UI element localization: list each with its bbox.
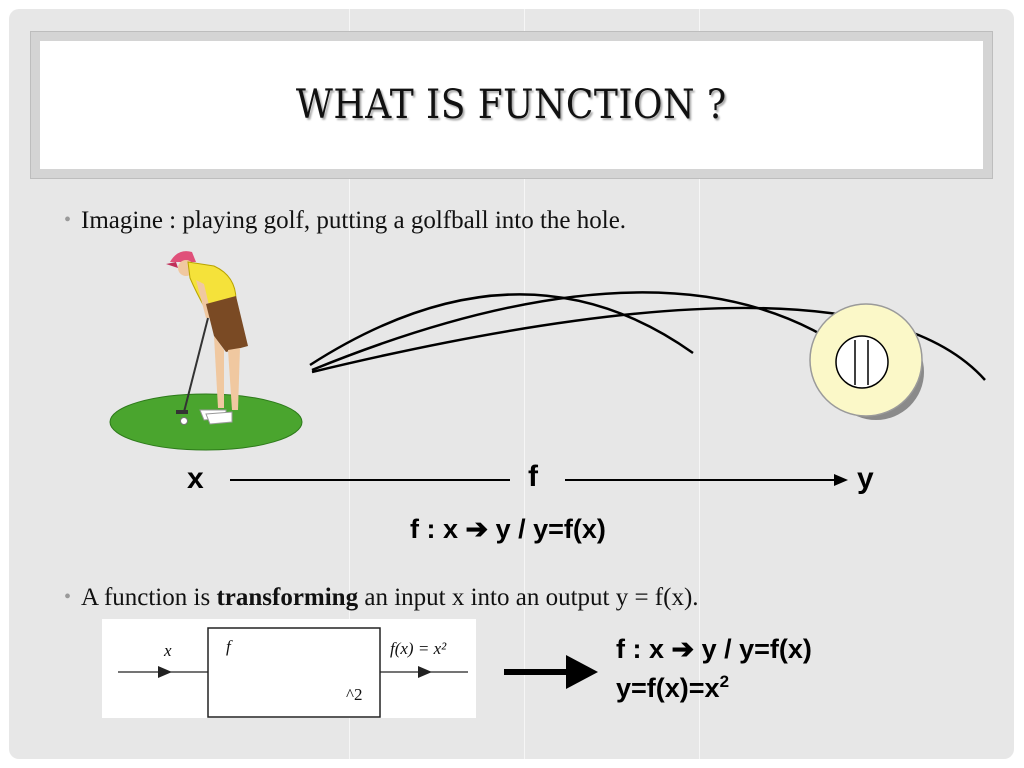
ball-trajectories: [309, 291, 986, 381]
golf-hole: [809, 303, 924, 420]
block-diagram: x f f(x) = x² ^2: [102, 619, 476, 718]
block-input-label: x: [164, 641, 172, 660]
bullet-1: • Imagine : playing golf, putting a golfb…: [64, 207, 626, 235]
bullet-2-bold: transforming: [216, 584, 359, 611]
background-stripe: [699, 9, 700, 759]
mapping-notation: f : x ➔ y / y=f(x): [410, 514, 606, 544]
slide-title: WHAT IS FUNCTION ?: [296, 82, 727, 128]
block-operator-label: ^2: [346, 685, 363, 704]
result-line-2-base: y=f(x)=x: [616, 673, 720, 703]
block-diagram-lines: [118, 627, 468, 718]
golfer-figure: [166, 251, 248, 425]
block-output-label: f(x) = x²: [390, 639, 447, 658]
result-line-1: f : x ➔ y / y=f(x): [616, 634, 812, 664]
result-line-2: y=f(x)=x2: [616, 672, 729, 704]
golf-ball: [180, 417, 188, 425]
bullet-dot-icon: •: [64, 209, 72, 231]
result-arrow-icon: [566, 655, 598, 689]
bullet-2-text-end: an input x into an output y = f(x).: [358, 584, 699, 611]
mapping-arrowhead-icon: [834, 474, 848, 486]
background-stripe: [349, 9, 350, 759]
background-stripe: [524, 9, 525, 759]
bullet-1-text: Imagine : playing golf, putting a golfba…: [81, 207, 627, 234]
label-y: y: [857, 462, 874, 495]
bullet-dot-icon: •: [64, 586, 72, 608]
label-f: f: [528, 460, 538, 493]
label-x: x: [187, 462, 204, 495]
result-line-2-exponent: 2: [719, 672, 730, 691]
putting-green: [109, 393, 303, 451]
block-function-label: f: [226, 637, 231, 656]
bullet-2: • A function is transforming an input x i…: [64, 584, 699, 612]
title-frame: WHAT IS FUNCTION ?: [30, 31, 993, 179]
bullet-2-text-start: A function is: [81, 584, 217, 611]
